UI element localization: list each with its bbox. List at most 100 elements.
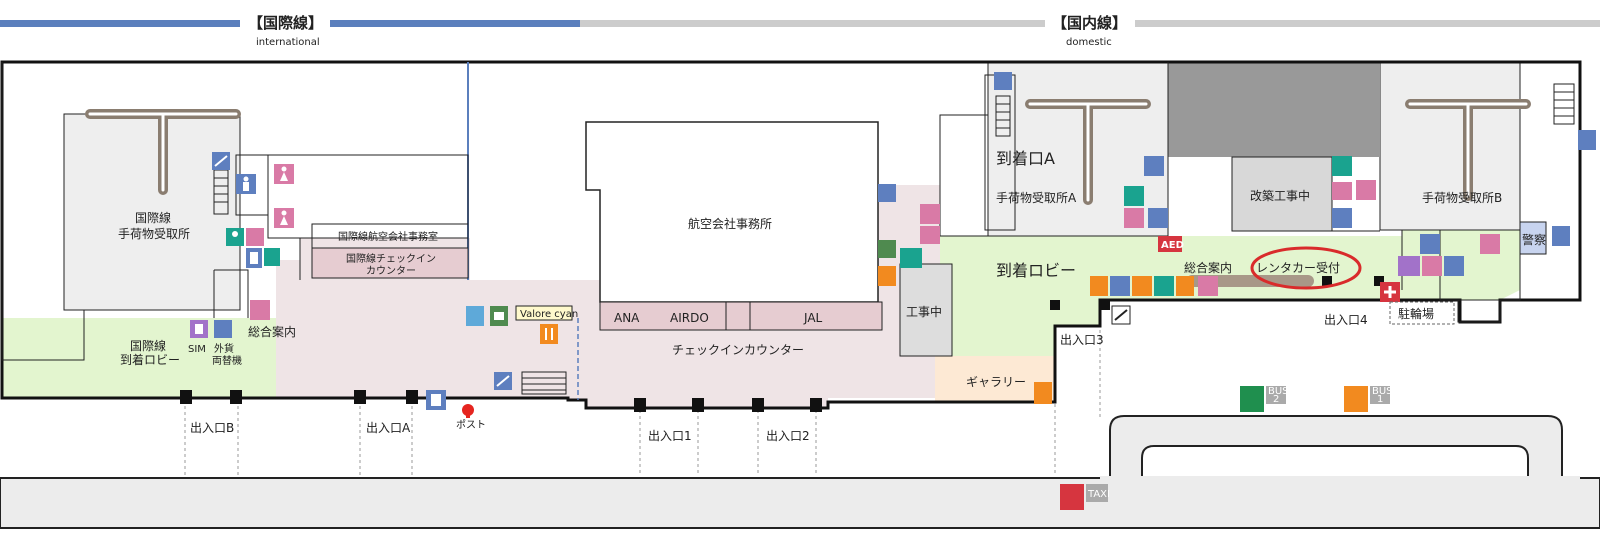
shop-icon <box>1132 276 1152 296</box>
baggage-claim-b-label: 手荷物受取所B <box>1422 191 1502 205</box>
police-icon <box>1519 221 1570 255</box>
toilet-women-icon <box>1124 208 1144 228</box>
bus1-label: BUS <box>1372 386 1393 397</box>
entrance-2-label: 出入口2 <box>766 429 810 443</box>
intl-arrival-lobby-label-2: 到着ロビー <box>120 352 180 367</box>
labels: 国際線 手荷物受取所 国際線 到着ロビー 総合案内 SIM 外貨 両替機 国際線… <box>118 149 1546 500</box>
entrance-4-label: 出入口4 <box>1324 313 1368 327</box>
aed-icon <box>1158 236 1182 252</box>
elevator-icon <box>246 248 262 268</box>
domestic-header-title: 【国内線】 <box>1052 14 1127 32</box>
intl-info-label: 総合案内 <box>248 324 296 339</box>
international-header-sub: international <box>256 37 320 48</box>
info-icon <box>1110 276 1130 296</box>
baggage-claim-a-zone <box>987 61 1169 237</box>
escalator-icon <box>212 152 230 170</box>
currency-exchange-label-1: 外貨 <box>214 342 234 355</box>
post-icon <box>462 404 474 418</box>
stairs <box>213 83 1575 395</box>
restaurant-icon <box>540 324 558 344</box>
bicycle-parking-box <box>1389 301 1455 325</box>
toilet-women-icon <box>1332 182 1352 200</box>
valore-sign <box>515 305 573 321</box>
smoking-icon <box>1111 305 1131 325</box>
rental-car-label: レンタカー受付 <box>1256 261 1340 275</box>
baggage-claim-a-label: 手荷物受取所A <box>996 191 1077 205</box>
intl-baggage-claim-zone <box>63 113 241 311</box>
shop-icon <box>878 240 896 258</box>
nursing-room-icon <box>226 228 244 246</box>
construction-label: 工事中 <box>906 304 942 319</box>
toilet-multi-icon <box>1198 276 1218 296</box>
escalator-icon <box>878 184 896 202</box>
taxi-label: TAXI <box>1087 489 1110 500</box>
bus2-label: BUS <box>1268 386 1289 397</box>
police-label: 警察 <box>1522 232 1546 247</box>
aed-label: AED <box>1161 240 1184 251</box>
atm-icon <box>466 306 484 326</box>
bus2-number: 2 <box>1273 394 1279 405</box>
area-headers: 【国際線】 international 【国内線】 domestic <box>0 10 1600 48</box>
currency-exchange-label-2: 両替機 <box>212 354 242 367</box>
nursing-room-icon <box>1124 186 1144 206</box>
valore-label: Valore cyan <box>520 309 578 320</box>
toilet-men-icon <box>1420 234 1440 254</box>
intl-checkin-label-2: カウンター <box>366 265 416 277</box>
entrance-b-label: 出入口B <box>190 421 234 435</box>
escalator-icon <box>994 72 1012 90</box>
renovation-dark-zone <box>1168 62 1380 157</box>
toilet-women-icon <box>274 208 294 228</box>
toilet-women-icon <box>246 228 264 246</box>
toilet-men-icon <box>1444 256 1464 276</box>
toilet-multi-icon <box>1332 156 1352 176</box>
toilet-women-icon <box>920 226 940 244</box>
icons <box>190 72 1596 510</box>
currency-exchange-icon <box>214 320 232 338</box>
toilet-men-icon <box>1332 208 1352 228</box>
entrance-posts <box>180 276 1384 412</box>
counters <box>311 247 1314 331</box>
toilet-women-icon <box>1480 234 1500 254</box>
intl-arrival-lobby-label-1: 国際線 <box>130 338 166 353</box>
toilet-women-icon <box>274 164 294 184</box>
bus1-number: 1 <box>1377 394 1383 405</box>
post-label: ポスト <box>456 419 486 431</box>
toilet-multi-icon <box>1398 256 1420 276</box>
locker-icon <box>1034 382 1052 404</box>
construction-zone <box>899 263 953 357</box>
rental-car-highlight-circle <box>1250 246 1362 290</box>
sim-icon <box>190 320 208 338</box>
general-info-label: 総合案内 <box>1184 260 1232 275</box>
airline-office-block <box>585 121 879 303</box>
toilet-men-icon <box>1144 156 1164 176</box>
escalator-icon <box>494 372 512 390</box>
airline-office-label: 航空会社事務所 <box>688 216 772 231</box>
nursing-room-icon <box>264 248 280 266</box>
international-header-title: 【国際線】 <box>248 14 323 32</box>
baggage-claim-b-zone <box>1379 61 1521 231</box>
locker-icon <box>490 306 508 326</box>
entrance-3-label: 出入口3 <box>1060 333 1104 347</box>
entrance-1-label: 出入口1 <box>648 429 692 443</box>
nursing-room-icon <box>900 248 922 268</box>
ana-label: ANA <box>614 311 640 325</box>
intl-airline-office-label: 国際線航空会社事務室 <box>338 230 438 243</box>
intl-baggage-claim-label-1: 国際線 <box>135 210 171 225</box>
toilet-women-icon <box>1422 256 1442 276</box>
jal-label: JAL <box>803 311 823 325</box>
elevator-icon <box>1578 130 1596 150</box>
bus-island-inner <box>1141 445 1529 478</box>
outdoor-area <box>0 330 1600 529</box>
domestic-header-sub: domestic <box>1066 37 1112 48</box>
arrival-gate-a-label: 到着口A <box>996 149 1055 168</box>
gallery-label: ギャラリー <box>966 375 1026 389</box>
atm-icon <box>1154 276 1174 296</box>
intl-baggage-claim-label-2: 手荷物受取所 <box>118 227 190 241</box>
phone-icon <box>1090 276 1108 296</box>
bicycle-parking-label: 駐輪場 <box>1398 306 1434 321</box>
renovation-zone <box>1231 156 1333 232</box>
intl-checkin-counter <box>311 247 469 279</box>
checkin-counter-label: チェックインカウンター <box>672 343 804 357</box>
locker-icon <box>1176 276 1194 296</box>
